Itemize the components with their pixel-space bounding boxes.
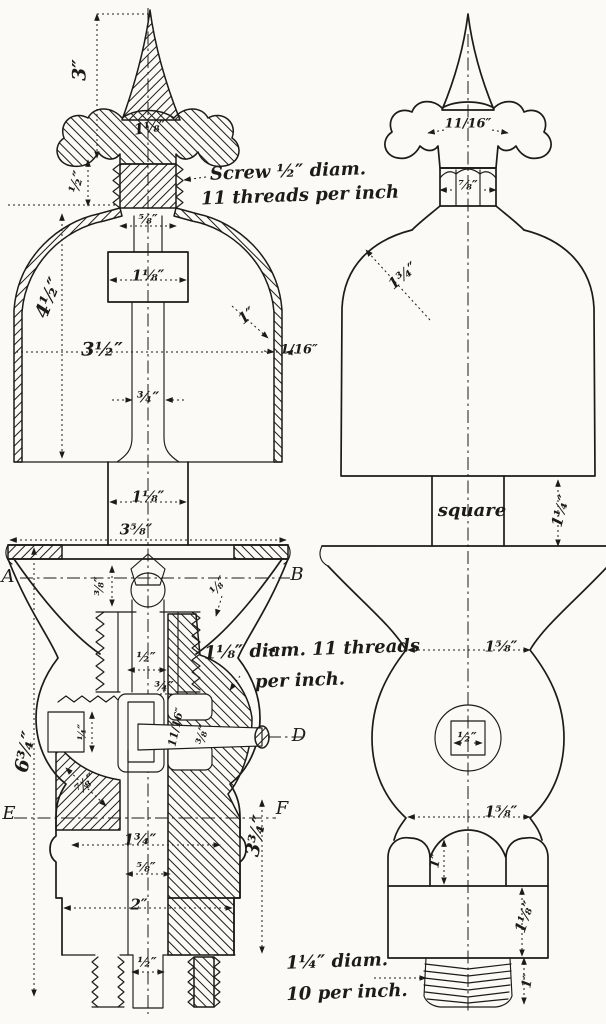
dim-body-6-3-4: 6¾″ (10, 729, 41, 775)
note-square: square (437, 500, 507, 521)
star-knob-outline (384, 100, 552, 169)
collar (107, 251, 189, 303)
dim-rv-star-11-16: 11/16″ (444, 116, 492, 132)
section-letter-b: B (290, 564, 304, 585)
dim-base-1-2: ½″ (137, 955, 157, 971)
dim-wedge-7-8: ⅞″ (71, 769, 100, 798)
section-letter-d: D (291, 725, 307, 746)
left-sectional-view (5, 8, 302, 1014)
dim-valve-3-4: ¾″ (154, 679, 174, 695)
note-screw-line2: 11 threads per inch (200, 181, 400, 210)
dim-base-5-8: ⅝″ (136, 860, 156, 876)
square-neck (431, 475, 505, 547)
dim-stem-5-8: ⅝″ (138, 212, 158, 228)
dim-dome-width-3-1-2: 3½″ (81, 338, 123, 361)
boss-circle (434, 704, 502, 772)
right-elevation-view (319, 13, 606, 1012)
dim-rv-shoulder-1-3-4: 1¾″ (384, 258, 422, 294)
valve-cap (130, 553, 166, 586)
bulb-outline (327, 565, 606, 841)
dim-rv-nut-7-8: ⅞″ (458, 178, 478, 194)
dim-flange-3-5-8: 3⅝″ (119, 520, 153, 539)
star-knob-section (56, 108, 240, 168)
dim-wall-1: 1″ (234, 303, 259, 328)
note-thread-line2: per inch. (254, 668, 346, 693)
spike-outline (441, 13, 495, 111)
note-bottom-thread-line2: 10 per inch. (285, 979, 408, 1006)
dim-wall-1-16: 1/16″ (280, 342, 318, 358)
dim-gland-1-4: ¼″ (75, 723, 89, 741)
dim-rv-nutbody-1-1-8: 1⅛″ (510, 898, 539, 936)
guide-block (47, 711, 85, 753)
dim-star-width: 1⅛″ (132, 116, 168, 139)
dim-dome-height-4-1-2: 4½″ (30, 274, 67, 322)
bottom-threads (423, 957, 513, 1008)
upper-nut (439, 167, 497, 207)
right-dimension-lines (365, 128, 561, 1005)
dim-rv-square-hole-1-2: ½″ (457, 730, 477, 746)
lower-body-outline-right (229, 558, 289, 956)
dim-base-1-3-4: 1¾″ (123, 830, 157, 849)
lower-nut-body (387, 885, 549, 959)
dim-stem-1-1-8: 1⅛″ (131, 487, 165, 506)
dim-base-2: 2″ (130, 895, 148, 914)
lower-nut-chamfer (387, 829, 549, 887)
section-letter-e: E (2, 803, 16, 824)
dim-rv-thread-1: 1″ (519, 972, 537, 990)
dim-collar-1-1-8: 1⅛″ (131, 266, 165, 285)
dim-rv-waist-lower-1-5-8: 1⅝″ (484, 802, 518, 821)
dim-base-3-3-4: 3¾″ (241, 813, 272, 859)
dim-rv-chamfer-1: 1″ (427, 852, 445, 870)
section-letter-f: F (275, 798, 289, 819)
dim-bowl-3-8: ⅜″ (92, 576, 108, 596)
left-dimension-lines (8, 13, 302, 997)
valve-ball (130, 572, 166, 608)
lower-body-outline-left (7, 558, 67, 956)
square-hole (450, 720, 486, 756)
dim-rv-neck-1-1-4: 1¼″ (547, 492, 574, 530)
note-bottom-thread-line1: 1¼″ diam. (285, 949, 389, 974)
dim-rv-waist-upper-1-5-8: 1⅝″ (484, 637, 518, 656)
dome-outline (340, 229, 596, 477)
dim-lever-3-8: ⅜″ (193, 724, 213, 746)
dim-rim-1-8: ⅛″ (207, 573, 231, 599)
dim-spike-height: 3″ (68, 59, 91, 81)
dim-stem-3-4: ¾″ (136, 388, 160, 407)
dim-valve-1-2: ½″ (136, 650, 156, 666)
dim-lever-11-16: 11/16″ (165, 706, 187, 748)
section-letter-a: A (1, 566, 15, 587)
dim-screw-height: ½″ (64, 168, 89, 195)
note-thread-line1: 1⅛″ diam. 11 threads (203, 635, 421, 664)
note-screw-line1: Screw ½″ diam. (209, 158, 367, 185)
